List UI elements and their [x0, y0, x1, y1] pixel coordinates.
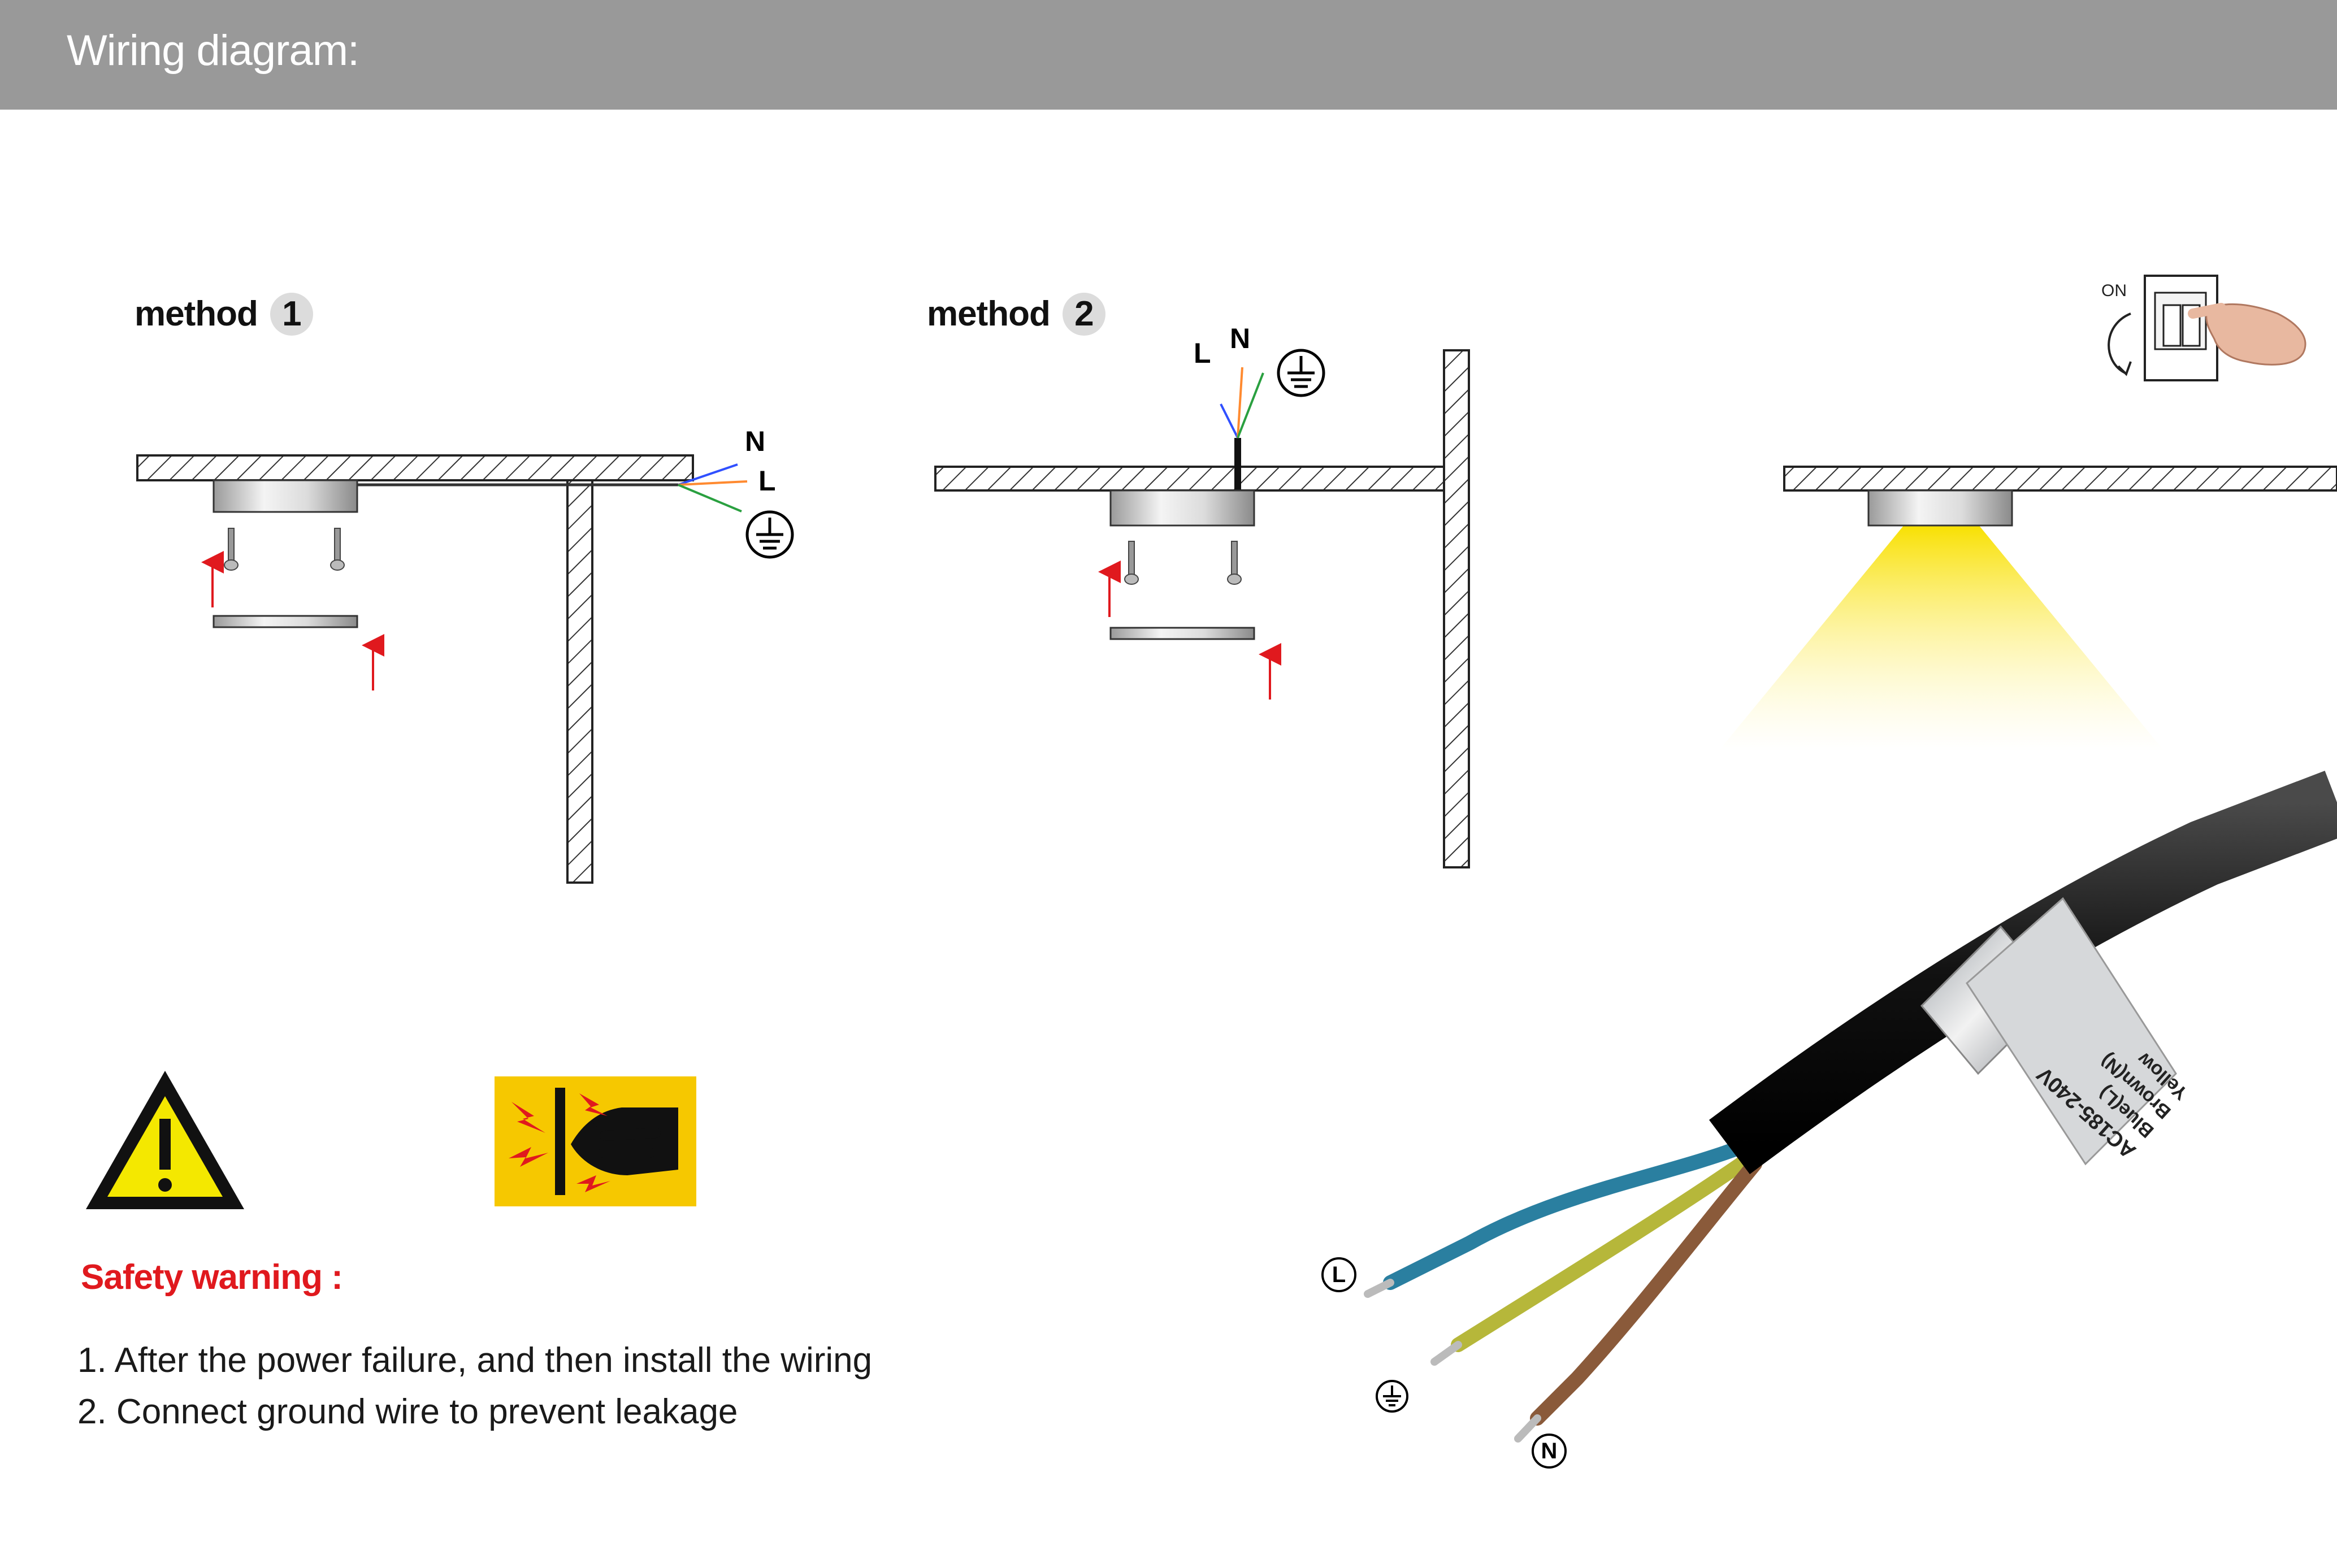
method1-number: 1 — [270, 293, 313, 336]
light-beam — [1718, 524, 2165, 752]
header-bar: Wiring diagram: — [0, 0, 2337, 110]
warning-triangle-icon — [86, 1071, 244, 1209]
method2-screw-left — [1124, 541, 1139, 585]
method1-ceiling — [136, 454, 694, 481]
wire-brown — [1530, 1157, 1762, 1426]
method2-ground-icon — [1277, 349, 1325, 397]
cable-ground-symbol — [1375, 1379, 1410, 1414]
method1-diagram — [136, 454, 794, 884]
method2-diagram — [934, 349, 1470, 868]
cable-wire-l-symbol: L — [1321, 1257, 1356, 1292]
method2-wall — [1443, 349, 1470, 868]
switch-on-label: ON — [2101, 281, 2127, 300]
method1-plate — [213, 615, 358, 628]
method2-wire-l: L — [1194, 337, 1211, 369]
method2-fixture — [1109, 489, 1255, 527]
safety-warning-title: Safety warning : — [81, 1258, 343, 1297]
method1-wire-l: L — [758, 465, 776, 497]
lit-fixture — [1867, 489, 2013, 527]
method1-label: method — [135, 294, 258, 333]
power-cable-photo — [1364, 770, 2337, 1443]
method1-title: method 1 — [135, 293, 313, 336]
method1-screw-left — [224, 528, 239, 571]
method1-wall — [566, 479, 593, 884]
method2-wire-n: N — [1230, 323, 1251, 354]
electric-shock-icon — [495, 1076, 696, 1206]
method2-number: 2 — [1062, 293, 1105, 336]
safety-item-2: 2. Connect ground wire to prevent leakag… — [77, 1392, 738, 1431]
method1-screw-right — [330, 528, 345, 571]
lit-fixture-diagram — [1718, 466, 2337, 752]
method2-title: method 2 — [927, 293, 1105, 336]
lit-ceiling — [1783, 466, 2337, 492]
power-switch-icon — [2108, 275, 2306, 381]
cable-wire-n-symbol: N — [1532, 1434, 1567, 1469]
safety-item-1: 1. After the power failure, and then ins… — [77, 1341, 873, 1380]
wire-yellow-green — [1451, 1151, 1757, 1352]
method2-screw-right — [1227, 541, 1242, 585]
method2-ceiling — [934, 466, 1445, 492]
method2-plate — [1109, 627, 1255, 640]
method2-label: method — [927, 294, 1051, 333]
method1-wire-n: N — [745, 425, 766, 457]
page-title: Wiring diagram: — [67, 27, 359, 75]
method1-fixture — [213, 479, 358, 513]
cable-tag — [1966, 897, 2177, 1166]
wire-blue — [1383, 1140, 1748, 1290]
method1-ground-icon — [745, 510, 794, 559]
